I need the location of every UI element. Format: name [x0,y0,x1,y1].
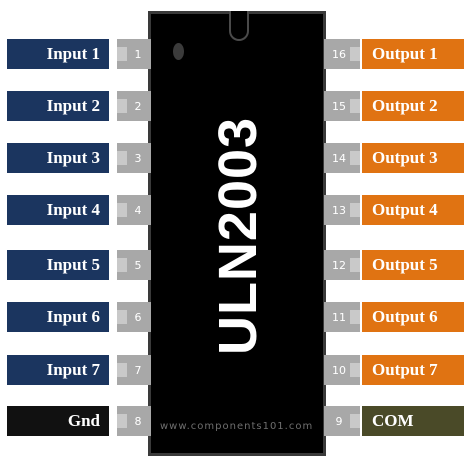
pin-lead [117,47,127,61]
part-number: ULN2003 [208,116,268,356]
pin-label-input-1: Input 1 [7,39,109,69]
watermark: www.components101.com [160,421,314,432]
pin-lead [117,258,127,272]
pin-16: 16 [324,39,360,69]
pin-label-input-6: Input 6 [7,302,109,332]
pin-lead [117,414,127,428]
pin-7: 7 [117,355,151,385]
pin-lead [117,363,127,377]
pin-label-output-4: Output 4 [362,195,464,225]
pin-lead [350,203,360,217]
pin-15: 15 [324,91,360,121]
pin-14: 14 [324,143,360,173]
pin-label-input-3: Input 3 [7,143,109,173]
pin-lead [117,151,127,165]
pin-number: 8 [134,414,142,428]
pin-label-input-7: Input 7 [7,355,109,385]
pin-number: 11 [332,310,346,324]
pin-number: 10 [332,363,346,377]
pin-number: 7 [134,363,142,377]
pin-4: 4 [117,195,151,225]
pin-label-input-2: Input 2 [7,91,109,121]
pin-lead [350,99,360,113]
pin-8: 8 [117,406,151,436]
pin-lead [350,47,360,61]
pin-number: 13 [332,203,346,217]
pin-number: 1 [134,47,142,61]
pin-number: 3 [134,151,142,165]
pin-label-output-6: Output 6 [362,302,464,332]
pin-number: 4 [134,203,142,217]
pin-lead [350,258,360,272]
pin-10: 10 [324,355,360,385]
pin-label-input-5: Input 5 [7,250,109,280]
pin-number: 2 [134,99,142,113]
pin-label-gnd: Gnd [7,406,109,436]
pin-9: 9 [324,406,360,436]
pin-number: 15 [332,99,346,113]
pin-3: 3 [117,143,151,173]
pin-number: 14 [332,151,346,165]
pin-13: 13 [324,195,360,225]
pin-1: 1 [117,39,151,69]
pin-label-output-1: Output 1 [362,39,464,69]
ic-notch [229,11,249,41]
pin-6: 6 [117,302,151,332]
pin-11: 11 [324,302,360,332]
pin-lead [117,203,127,217]
pin-number: 9 [335,414,343,428]
pin-label-output-2: Output 2 [362,91,464,121]
pin-number: 16 [332,47,346,61]
pin-label-output-5: Output 5 [362,250,464,280]
pin-lead [350,414,360,428]
pin-label-output-3: Output 3 [362,143,464,173]
pin-number: 12 [332,258,346,272]
ic-body [148,11,326,456]
pin-lead [117,99,127,113]
pin-lead [350,151,360,165]
pin-label-output-7: Output 7 [362,355,464,385]
pin-lead [117,310,127,324]
pin-number: 5 [134,258,142,272]
pin-label-input-4: Input 4 [7,195,109,225]
pin-12: 12 [324,250,360,280]
pin-5: 5 [117,250,151,280]
pin-lead [350,310,360,324]
pin-lead [350,363,360,377]
pin-number: 6 [134,310,142,324]
pin1-indicator-dot [173,43,184,60]
pin-label-com: COM [362,406,464,436]
pin-2: 2 [117,91,151,121]
